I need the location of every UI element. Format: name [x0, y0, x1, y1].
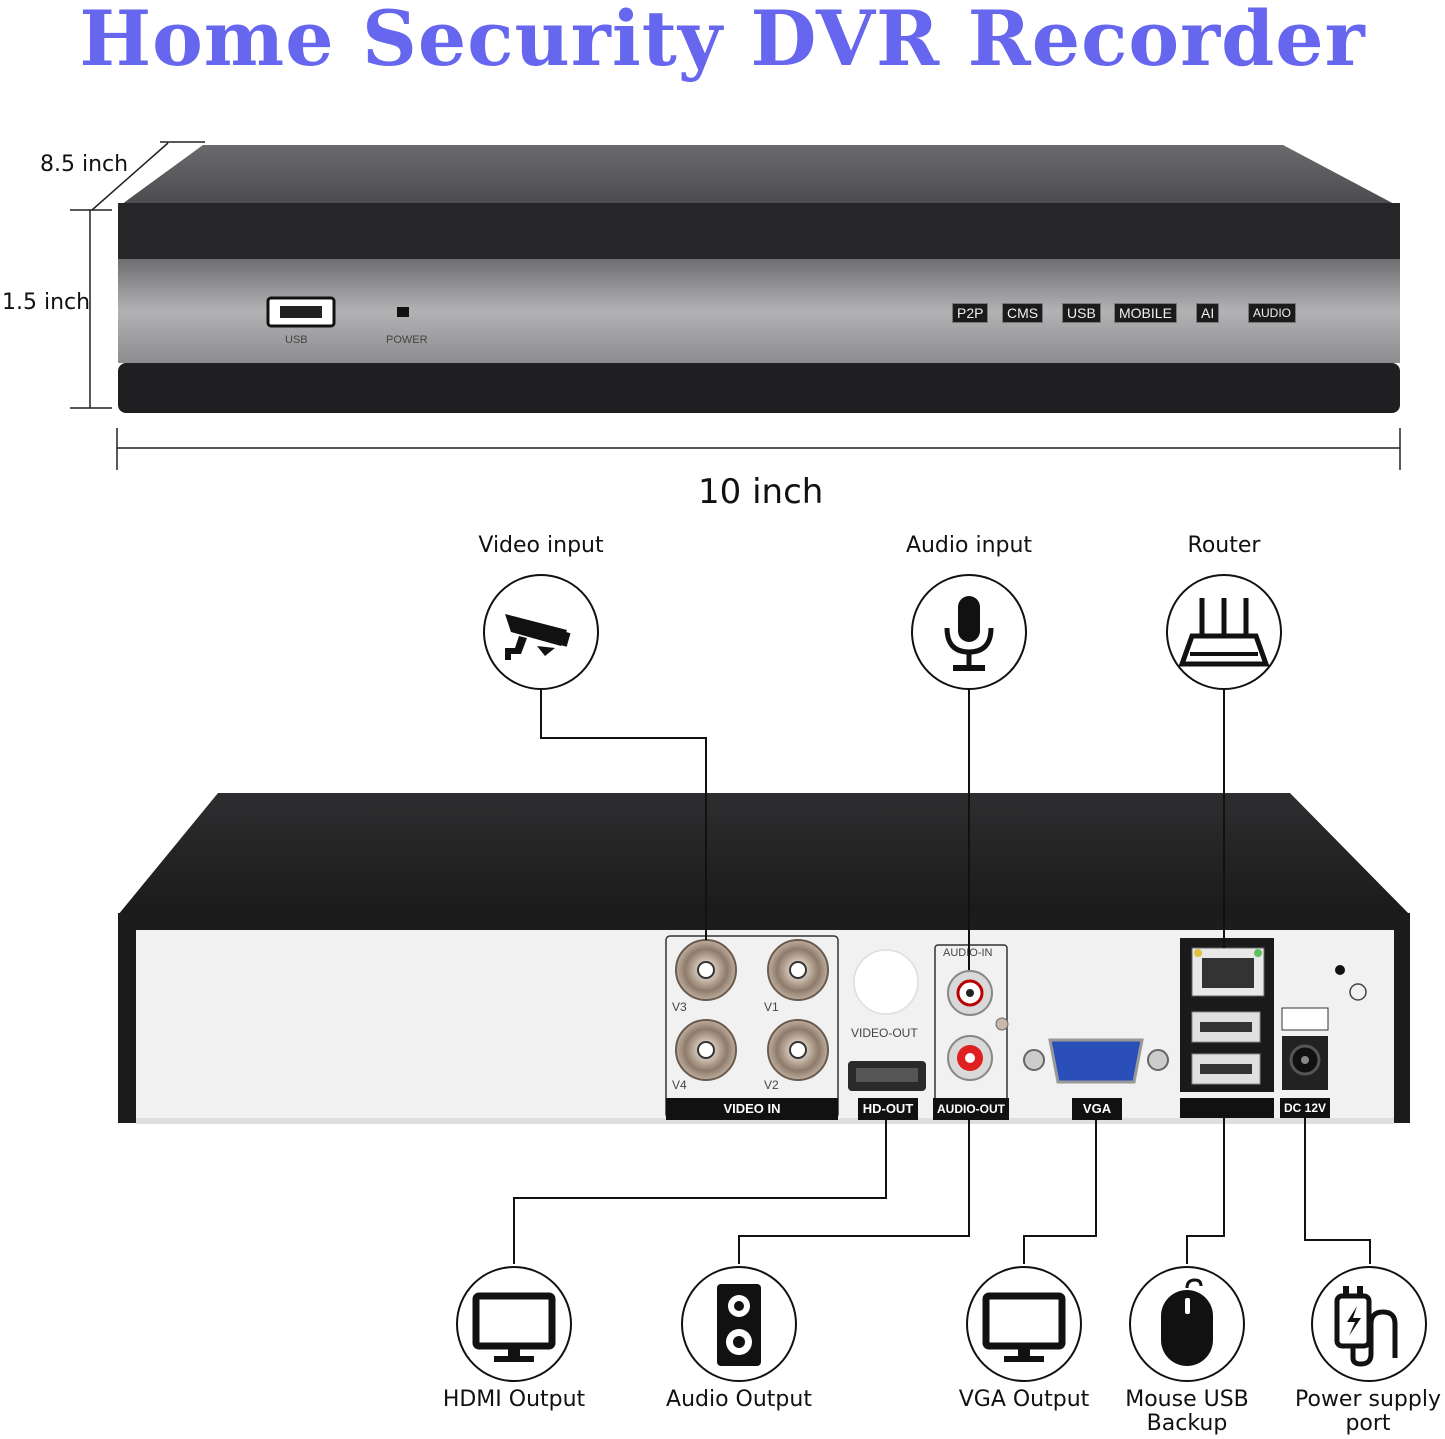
- callout-power-supply-port: [1311, 1266, 1427, 1382]
- dc-label: DC 12V: [1280, 1098, 1330, 1118]
- monitor-icon: [982, 1292, 1066, 1362]
- callout-label-hdmi-output: HDMI Output: [442, 1387, 586, 1412]
- video-out-label: VIDEO-OUT: [851, 1026, 918, 1040]
- badge-mobile: MOBILE: [1114, 303, 1177, 323]
- callout-vga-output: [966, 1266, 1082, 1382]
- vga-label: VGA: [1072, 1099, 1122, 1119]
- dimension-lines: [70, 141, 1401, 470]
- bnc-label-v4: V4: [672, 1078, 687, 1092]
- callout-video-input: [483, 574, 599, 690]
- power-plug-icon: [1334, 1286, 1398, 1367]
- bnc-label-v1: V1: [764, 1000, 779, 1014]
- callout-label-backup: Backup: [1146, 1411, 1228, 1436]
- dvr-front-view: [118, 145, 1400, 413]
- height-label: 1.5 inch: [2, 290, 91, 315]
- usb-port-label: USB: [285, 334, 308, 346]
- audio-out-label: AUDIO-OUT: [933, 1099, 1009, 1119]
- callout-label-power-supply: Power supply: [1295, 1387, 1441, 1412]
- badge-ai: AI: [1196, 303, 1220, 323]
- callout-label-audio-input: Audio input: [905, 533, 1033, 558]
- bnc-label-v3: V3: [672, 1000, 687, 1014]
- cctv-camera-icon: [505, 614, 571, 660]
- power-led-label: POWER: [386, 334, 428, 346]
- callout-label-vga-output: VGA Output: [958, 1387, 1090, 1412]
- callout-audio-input: [911, 574, 1027, 690]
- badge-p2p: P2P: [952, 303, 989, 323]
- audio-in-label: AUDIO-IN: [943, 947, 993, 959]
- callout-router: [1166, 574, 1282, 690]
- badge-audio: AUDIO: [1248, 303, 1297, 323]
- callout-label-port: port: [1345, 1411, 1391, 1436]
- speaker-icon: [717, 1284, 761, 1366]
- badge-usb: USB: [1062, 303, 1101, 323]
- microphone-icon: [944, 596, 994, 671]
- mouse-icon: [1161, 1278, 1213, 1366]
- width-label: 10 inch: [698, 472, 824, 512]
- callout-mouse-usb-backup: [1129, 1266, 1245, 1382]
- callout-label-video-input: Video input: [478, 533, 604, 558]
- depth-label: 8.5 inch: [40, 152, 129, 177]
- dvr-front-body: [118, 145, 1400, 413]
- callout-hdmi-output: [456, 1266, 572, 1382]
- callout-label-mouse-usb: Mouse USB: [1125, 1387, 1249, 1412]
- callout-label-audio-output: Audio Output: [666, 1387, 812, 1412]
- video-in-label: VIDEO IN: [666, 1099, 838, 1119]
- bnc-label-v2: V2: [764, 1078, 779, 1092]
- badge-cms: CMS: [1002, 303, 1044, 323]
- callout-audio-output: [681, 1266, 797, 1382]
- page-title: Home Security DVR Recorder: [79, 0, 1366, 83]
- router-icon: [1178, 598, 1270, 667]
- hd-out-label: HD-OUT: [858, 1099, 918, 1119]
- callout-label-router: Router: [1187, 533, 1261, 558]
- monitor-icon: [472, 1292, 556, 1362]
